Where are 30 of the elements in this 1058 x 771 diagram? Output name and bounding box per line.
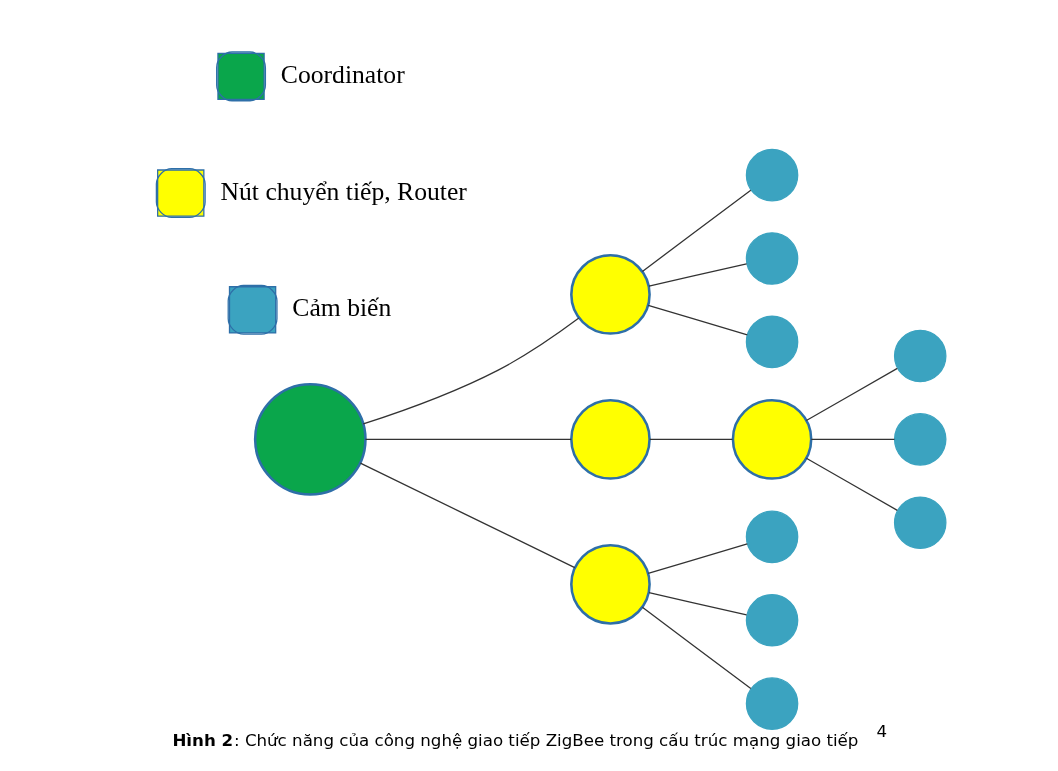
node-circle bbox=[745, 315, 799, 369]
legend-label: Cảm biến bbox=[292, 293, 392, 323]
legend-label: Coordinator bbox=[280, 59, 405, 89]
connector bbox=[805, 457, 898, 511]
connector bbox=[810, 438, 896, 440]
connector bbox=[649, 438, 734, 440]
connector bbox=[647, 304, 748, 336]
connector bbox=[648, 592, 748, 616]
node-circle bbox=[570, 254, 651, 335]
legend-label: Nút chuyển tiếp, Router bbox=[220, 176, 467, 206]
connector bbox=[647, 543, 748, 575]
connector bbox=[359, 462, 576, 569]
node-circle bbox=[253, 382, 367, 496]
node-circle bbox=[893, 413, 947, 466]
node-circle bbox=[570, 543, 651, 625]
node-circle bbox=[745, 232, 799, 285]
connector bbox=[362, 317, 580, 425]
connector bbox=[364, 438, 572, 440]
node-circle bbox=[745, 148, 799, 202]
node-circle bbox=[893, 496, 947, 550]
node-circle bbox=[745, 677, 799, 730]
node-circle bbox=[731, 398, 813, 480]
connector bbox=[641, 606, 752, 690]
connector bbox=[805, 367, 898, 422]
connector bbox=[648, 263, 748, 287]
node-circle bbox=[745, 593, 799, 647]
connector bbox=[641, 189, 752, 273]
node-circle bbox=[745, 510, 799, 564]
node-circle bbox=[570, 398, 651, 480]
node-circle bbox=[893, 329, 947, 383]
